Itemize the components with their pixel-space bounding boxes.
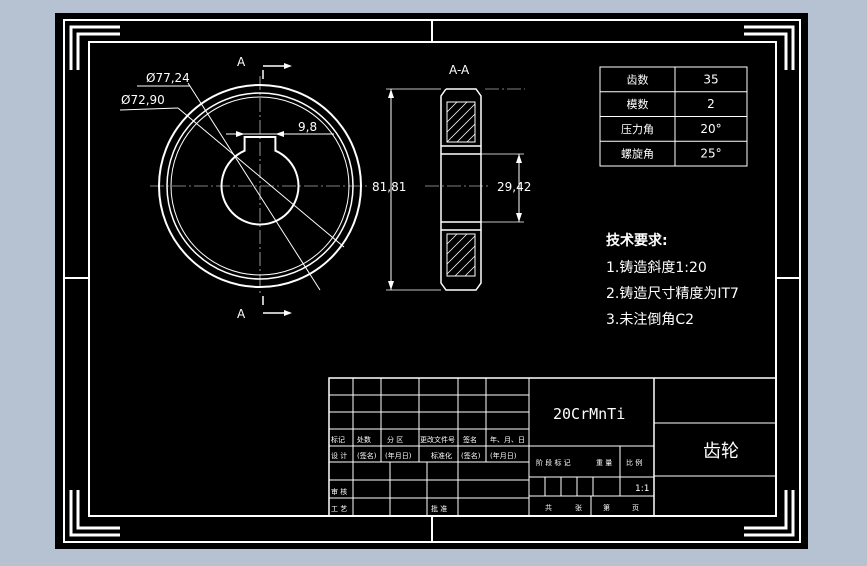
section-markers (262, 63, 292, 316)
material-label: 20CrMnTi (553, 405, 625, 423)
outer-dia-label: Ø77,24 (146, 71, 190, 85)
tb-design-date: (年月日) (385, 451, 412, 460)
tb-page-unit: 页 (632, 504, 639, 512)
tech-req-title: 技术要求: (606, 232, 668, 249)
tb-header-date: 年、月、日 (490, 435, 525, 444)
param-value: 35 (703, 72, 718, 86)
scale-label: 1:1 (635, 484, 649, 494)
tb-process: 工 艺 (331, 505, 347, 513)
tb-sheet-no: 第 (603, 503, 610, 512)
param-name: 螺旋角 (621, 147, 654, 161)
corner-marks (69, 25, 795, 537)
tech-req-item-2: 2.铸造尺寸精度为IT7 (606, 286, 739, 302)
gear-section-view[interactable] (386, 88, 525, 291)
param-name: 模数 (627, 98, 649, 111)
keyway-dim-label: 9,8 (298, 120, 317, 134)
section-label-top: A (237, 55, 246, 69)
section-label-bottom: A (237, 307, 246, 321)
bore-with-keyway (220, 136, 300, 226)
param-value: 20° (700, 122, 721, 136)
drawing-sheet (55, 13, 808, 549)
tb-standard: 标准化 (431, 451, 452, 460)
gear-front-view[interactable] (119, 76, 370, 296)
tb-weight: 重 量 (596, 459, 612, 467)
tech-req-item-1: 1.铸造斜度1:20 (606, 260, 707, 276)
tb-header-count: 处数 (357, 435, 371, 444)
title-block[interactable] (328, 377, 777, 517)
tb-header-zone: 分 区 (387, 435, 403, 444)
height-dim-label: 81,81 (372, 180, 406, 194)
param-value: 2 (707, 97, 715, 111)
tb-standard-date: (年月日) (490, 451, 517, 460)
centering-marks (64, 20, 800, 542)
width-dim-label: 29,42 (497, 180, 531, 194)
tb-scale-header: 比 例 (626, 458, 642, 467)
param-name: 齿数 (627, 73, 649, 86)
tech-req-item-3: 3.未注倒角C2 (606, 312, 694, 328)
tb-sheets-unit: 张 (575, 503, 582, 512)
tb-audit: 审 核 (331, 487, 347, 496)
part-name-label: 齿轮 (703, 441, 739, 462)
tb-header-mark: 标记 (331, 435, 345, 444)
gear-params-table[interactable] (599, 66, 748, 167)
tb-header-sign: 签名 (463, 435, 477, 444)
section-view-title: A-A (449, 63, 470, 77)
param-value: 25° (700, 147, 721, 161)
root-dia-label: Ø72,90 (121, 93, 165, 107)
tb-header-change-doc: 更改文件号 (420, 435, 455, 444)
tb-standard-sign: (签名) (461, 451, 481, 460)
param-name: 压力角 (621, 123, 654, 136)
tb-sheets-total: 共 (545, 503, 552, 512)
tb-stage-mark: 阶 段 标 记 (536, 458, 571, 467)
tb-design: 设 计 (331, 451, 347, 460)
tb-design-sign: (签名) (357, 451, 377, 460)
tb-approve: 批 准 (431, 504, 447, 513)
